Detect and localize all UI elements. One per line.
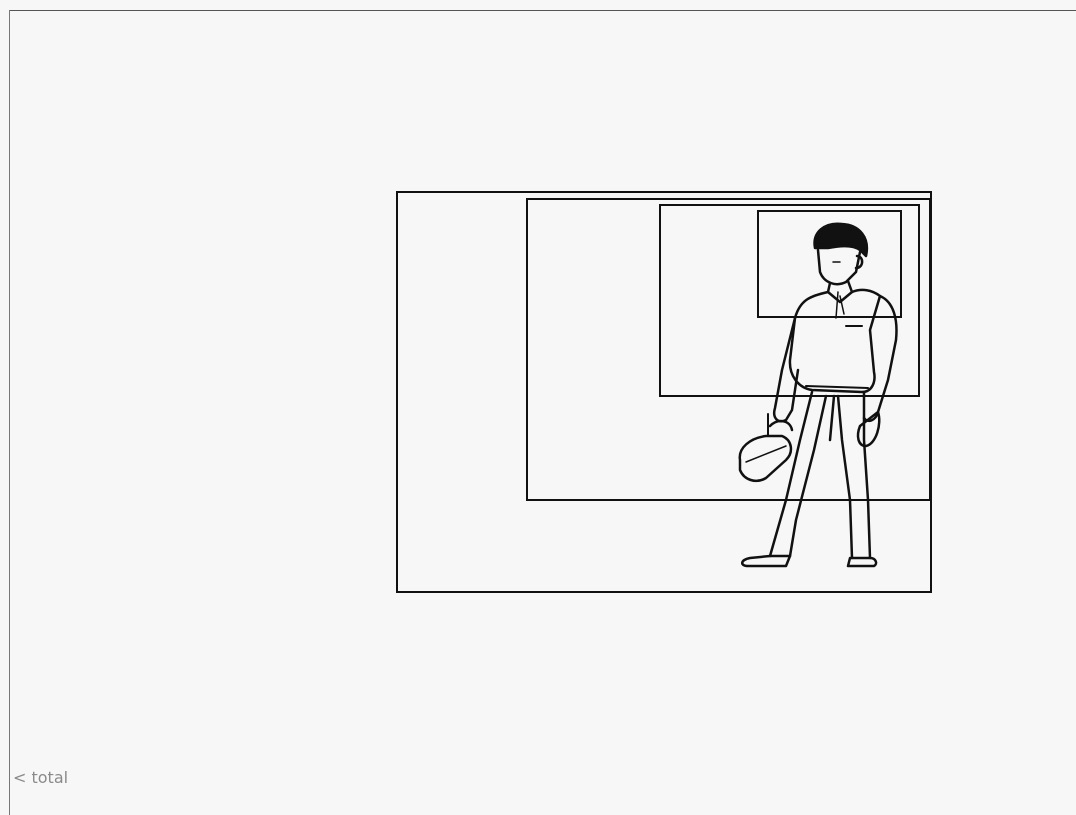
person-with-briefcase-icon — [740, 224, 897, 566]
face — [818, 250, 860, 284]
hair — [815, 224, 867, 256]
back-total-link[interactable]: < total — [13, 768, 68, 787]
frame-large — [527, 199, 930, 500]
